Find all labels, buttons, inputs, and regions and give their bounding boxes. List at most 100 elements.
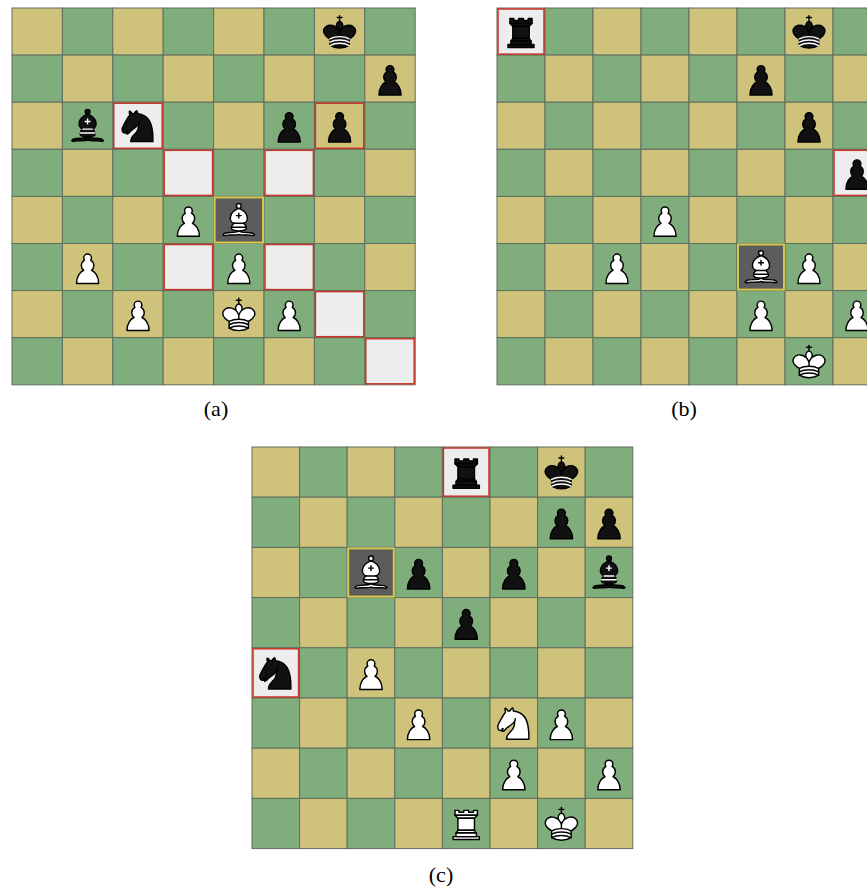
board-square xyxy=(538,497,586,547)
board-square xyxy=(497,244,545,291)
board-square xyxy=(214,291,264,338)
board-square xyxy=(113,291,163,338)
board-square xyxy=(300,447,348,497)
board-square xyxy=(12,244,62,291)
target-square xyxy=(315,103,363,148)
board-square xyxy=(214,244,264,291)
board-square xyxy=(314,8,364,55)
board-square xyxy=(395,497,443,547)
chess-piece xyxy=(453,459,479,488)
chess-piece xyxy=(498,708,529,739)
piece-outline xyxy=(593,584,625,589)
board-square xyxy=(252,497,300,547)
piece-outline xyxy=(846,160,867,189)
chess-piece xyxy=(798,113,820,142)
piece-outline xyxy=(745,278,777,283)
chess-piece xyxy=(793,345,825,377)
piece-outline xyxy=(362,561,379,584)
board-square xyxy=(264,338,314,385)
board-square xyxy=(490,447,538,497)
chess-piece xyxy=(379,66,401,95)
piece-outline xyxy=(369,556,374,561)
board-square xyxy=(300,798,348,848)
chess-piece xyxy=(453,810,479,839)
board-square xyxy=(12,291,62,338)
target-square xyxy=(834,150,867,195)
piece-outline xyxy=(503,760,525,790)
board-square xyxy=(545,338,593,385)
board-square xyxy=(300,648,348,698)
board-square xyxy=(252,698,300,748)
chess-piece xyxy=(355,556,387,588)
piece-outline xyxy=(458,467,475,479)
board-square xyxy=(497,196,545,243)
chess-piece xyxy=(606,254,628,283)
chess-piece xyxy=(360,660,382,690)
piece-outline xyxy=(559,456,564,461)
piece-outline xyxy=(606,254,628,283)
board-square xyxy=(545,55,593,102)
chess-piece xyxy=(798,254,820,283)
board-square xyxy=(442,547,490,597)
chess-piece xyxy=(508,19,534,48)
board-square xyxy=(585,748,633,798)
piece-outline xyxy=(223,308,255,331)
board-square xyxy=(545,102,593,149)
piece-outline xyxy=(793,355,825,378)
board-square xyxy=(442,497,490,547)
board-square xyxy=(689,196,737,243)
piece-outline xyxy=(177,207,199,236)
board-square xyxy=(497,8,545,55)
piece-outline xyxy=(127,301,149,330)
piece-outline xyxy=(228,254,250,283)
chess-piece xyxy=(260,658,291,689)
piece-outline xyxy=(598,509,620,539)
board-square xyxy=(641,8,689,55)
board-square xyxy=(314,196,364,243)
board-square xyxy=(833,55,867,102)
board-square xyxy=(585,447,633,497)
target-square xyxy=(265,150,313,195)
board-square xyxy=(593,338,641,385)
board-square xyxy=(347,648,395,698)
piece-outline xyxy=(360,660,382,690)
target-square xyxy=(164,150,212,195)
board-square xyxy=(347,798,395,848)
board-square xyxy=(163,196,213,243)
board-square xyxy=(641,55,689,102)
board-square xyxy=(497,338,545,385)
board-square xyxy=(538,598,586,648)
chess-board xyxy=(497,8,867,385)
board-square xyxy=(163,244,213,291)
board-square xyxy=(689,55,737,102)
chess-piece xyxy=(278,113,300,142)
board-square xyxy=(593,8,641,55)
piece-outline xyxy=(807,345,812,350)
board-square xyxy=(395,648,443,698)
piece-outline xyxy=(232,213,246,227)
board-square xyxy=(62,149,112,196)
board-square xyxy=(314,338,364,385)
piece-outline xyxy=(77,254,99,283)
board-square xyxy=(585,497,633,547)
board-square xyxy=(314,244,364,291)
piece-outline xyxy=(407,710,429,740)
piece-outline xyxy=(236,298,241,303)
board-square xyxy=(264,196,314,243)
board-square xyxy=(252,648,300,698)
chess-piece xyxy=(122,111,153,142)
board-square xyxy=(163,338,213,385)
board-square xyxy=(497,291,545,338)
board-square xyxy=(585,698,633,748)
piece-outline xyxy=(503,559,525,589)
board-square xyxy=(785,291,833,338)
piece-outline xyxy=(122,111,139,134)
piece-outline xyxy=(602,566,617,580)
target-square xyxy=(253,649,299,697)
board-square xyxy=(538,798,586,848)
board-square xyxy=(365,291,415,338)
board-square xyxy=(689,244,737,291)
chess-board xyxy=(252,447,633,849)
piece-outline xyxy=(72,137,104,142)
panel-caption: (a) xyxy=(204,396,228,422)
